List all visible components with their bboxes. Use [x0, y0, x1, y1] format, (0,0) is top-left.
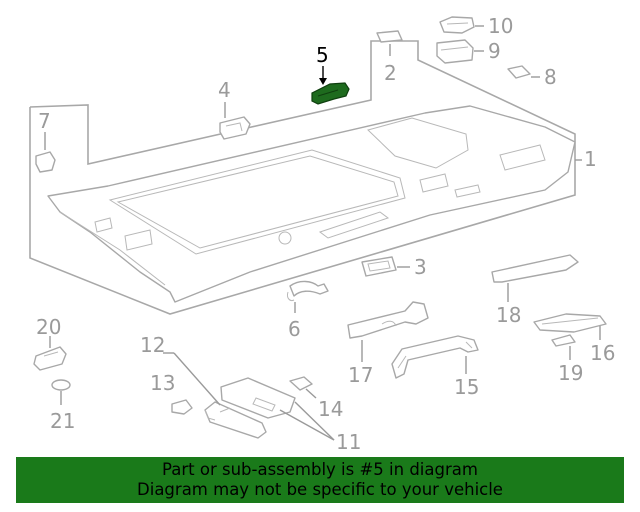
notice-banner: Part or sub-assembly is #5 in diagram Di…	[16, 457, 624, 503]
part-19-clip[interactable]	[551, 334, 576, 347]
part-3-lamp[interactable]	[361, 256, 397, 277]
parts-diagram: 1 2 3 4 5 6 7 8 9 10 11 12 13 14 15 16 1…	[29, 14, 615, 454]
assembly-frame	[29, 40, 576, 315]
callout-14: 14	[318, 397, 343, 421]
callout-10: 10	[488, 14, 513, 38]
callout-13: 13	[150, 371, 175, 395]
part-5-highlighted[interactable]	[311, 82, 350, 105]
callout-8: 8	[544, 65, 557, 89]
banner-line-1: Part or sub-assembly is #5 in diagram	[162, 460, 478, 479]
callout-2: 2	[384, 61, 397, 85]
part-20-sensor[interactable]	[33, 346, 67, 371]
part-16-trim[interactable]	[533, 313, 607, 333]
callout-17: 17	[348, 363, 373, 387]
part-11-sun-visor[interactable]	[204, 377, 296, 439]
callout-3: 3	[414, 255, 427, 279]
callout-18: 18	[496, 303, 521, 327]
callout-4: 4	[218, 78, 231, 102]
callout-19: 19	[558, 361, 583, 385]
part-18-rail[interactable]	[491, 254, 579, 283]
part-10-cover[interactable]	[439, 16, 475, 34]
part-8-bracket[interactable]	[507, 65, 531, 79]
callout-9: 9	[488, 39, 501, 63]
part-6-harness[interactable]	[287, 280, 329, 301]
banner-line-2: Diagram may not be specific to your vehi…	[137, 480, 503, 499]
part-14-holder[interactable]	[289, 376, 313, 391]
part-9-console[interactable]	[436, 39, 474, 64]
callout-15: 15	[454, 375, 479, 399]
callout-6: 6	[288, 317, 301, 341]
callout-5-highlighted: 5	[316, 43, 329, 67]
callout-20: 20	[36, 315, 61, 339]
callout-11: 11	[336, 430, 361, 454]
callout-16: 16	[590, 341, 615, 365]
part-21-grommet[interactable]	[51, 379, 71, 391]
part-13-clip[interactable]	[171, 399, 193, 415]
part-4-bracket[interactable]	[219, 116, 251, 140]
part-17-bracket[interactable]	[347, 301, 429, 339]
headliner[interactable]	[47, 105, 576, 303]
part-7-clip[interactable]	[35, 151, 56, 173]
callout-1: 1	[584, 147, 597, 171]
part-2-pad[interactable]	[376, 30, 403, 43]
part-15-grab-handle[interactable]	[391, 335, 479, 379]
callout-21: 21	[50, 409, 75, 433]
callout-12: 12	[140, 333, 165, 357]
callout-7: 7	[38, 109, 51, 133]
